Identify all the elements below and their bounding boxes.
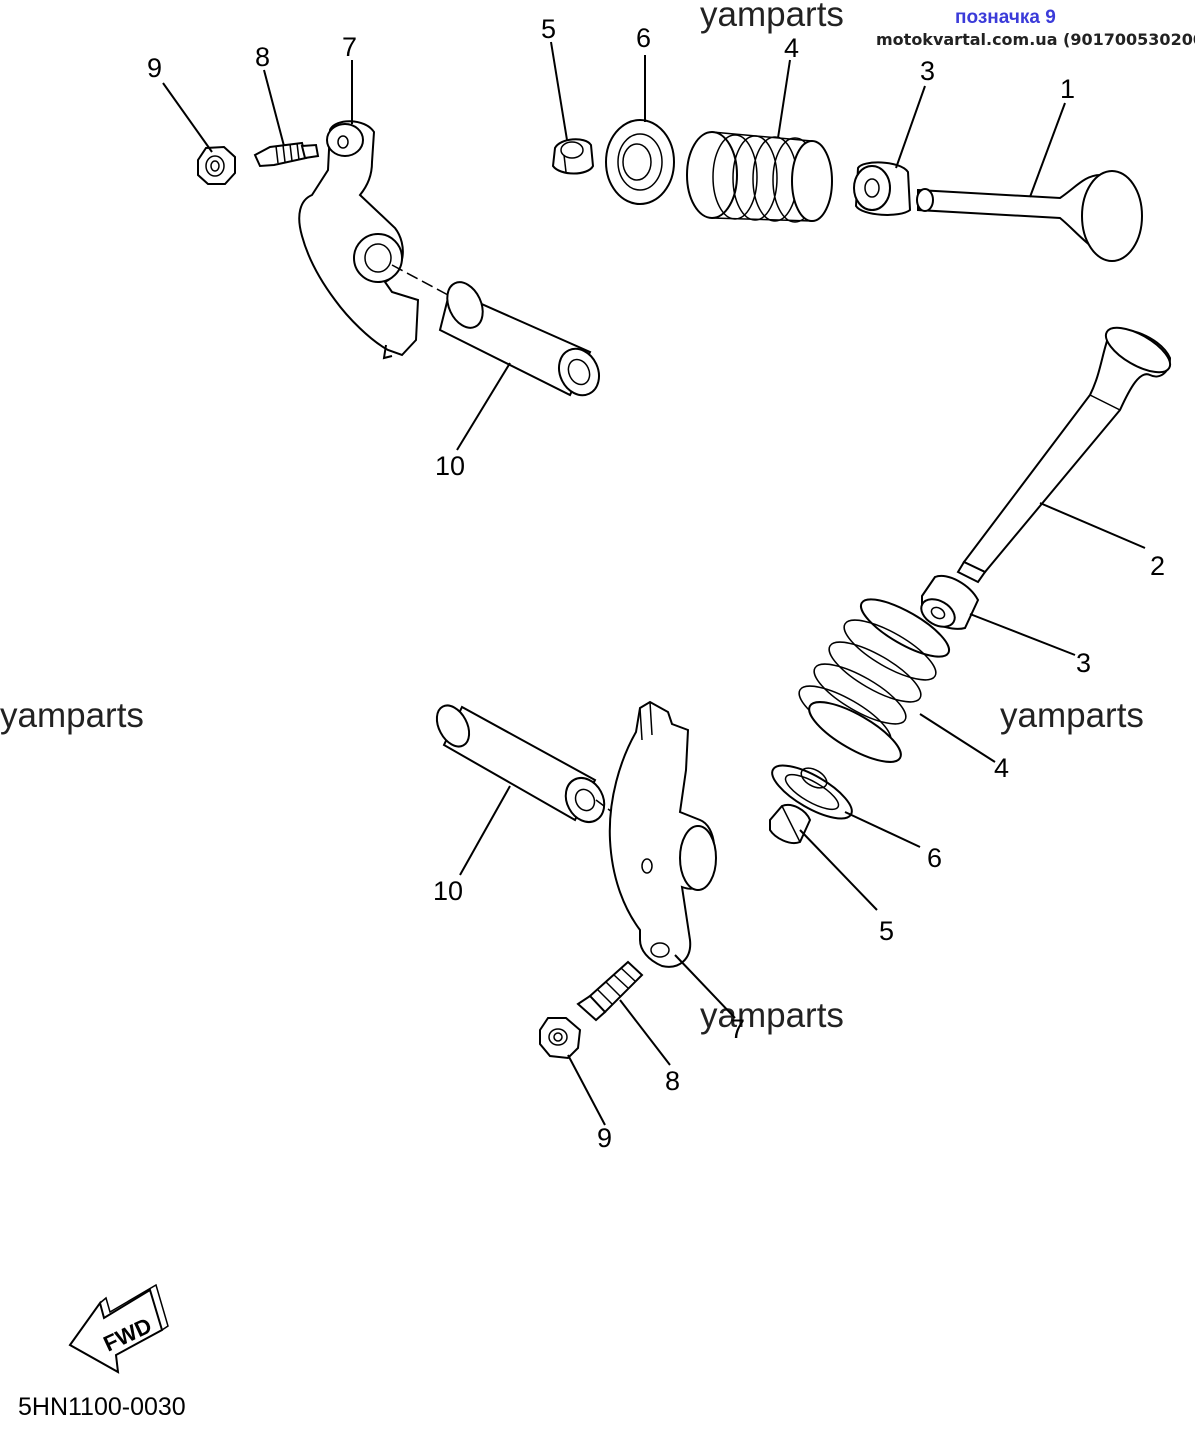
nut-part — [197, 145, 236, 185]
callout-label: 3 — [1076, 648, 1091, 678]
valve-spring-part — [686, 131, 833, 223]
callout-label: 5 — [541, 14, 556, 44]
valve-seal-part — [920, 574, 980, 630]
intake-valve-part — [916, 170, 1143, 262]
callout-label: 3 — [920, 56, 935, 86]
rocker-shaft-part — [438, 281, 600, 397]
fwd-arrow-icon: FWD — [68, 1283, 169, 1374]
callout-label: 8 — [255, 42, 270, 72]
leader-lines — [162, 41, 1146, 1126]
valve-cotter-part — [769, 804, 812, 844]
callout-label: 10 — [433, 876, 463, 906]
rocker-arm-part — [608, 700, 717, 968]
rocker-shaft-part — [435, 704, 606, 823]
watermark: yamparts — [700, 996, 844, 1035]
callout-label: 7 — [342, 32, 357, 62]
callout-label: 4 — [784, 33, 799, 63]
watermark: yamparts — [0, 696, 144, 735]
exhaust-valve-part — [956, 326, 1172, 584]
adjusting-screw-part — [576, 960, 644, 1022]
adjusting-screw-part — [253, 141, 320, 168]
callout-label: 6 — [927, 843, 942, 873]
valve-seal-part — [853, 161, 912, 216]
diagram-code: 5HN1100-0030 — [18, 1393, 186, 1421]
callout-label: 8 — [665, 1066, 680, 1096]
callout-label: 7 — [730, 1014, 745, 1044]
callout-label: 9 — [597, 1123, 612, 1153]
callout-label: 4 — [994, 753, 1009, 783]
site-label: motokvartal.com.ua (901700530200) — [876, 30, 1195, 49]
designation-label: позначка 9 — [955, 7, 1056, 28]
spring-retainer-part — [605, 119, 675, 205]
rocker-arm-part — [298, 120, 420, 360]
watermark: yamparts — [1000, 696, 1144, 735]
watermark: yamparts — [700, 0, 844, 34]
callout-label: 1 — [1060, 74, 1075, 104]
valve-spring-part — [798, 598, 951, 763]
callout-label: 5 — [879, 916, 894, 946]
callout-label: 9 — [147, 53, 162, 83]
nut-part — [539, 1017, 582, 1060]
callout-label: 10 — [435, 451, 465, 481]
callout-label: 6 — [636, 23, 651, 53]
callout-label: 2 — [1150, 551, 1165, 581]
valve-cotter-part — [551, 138, 595, 175]
